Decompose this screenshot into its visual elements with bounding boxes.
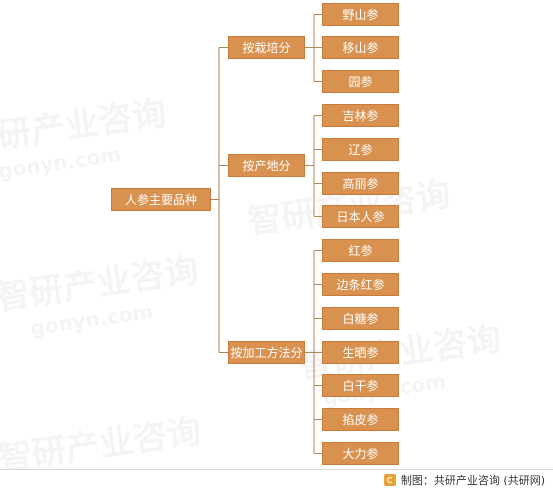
root-node: 人参主要品种: [111, 188, 211, 211]
leaf-node: 日本人参: [322, 205, 399, 228]
leaf-node: 大力参: [322, 442, 399, 465]
branch-node-cultivation: 按栽培分: [228, 36, 305, 59]
leaf-node: 白糖参: [322, 307, 399, 330]
leaf-node: 园参: [322, 70, 399, 93]
leaf-node: 生晒参: [322, 341, 399, 364]
connector-lines: [211, 14, 322, 454]
leaf-node: 红参: [322, 239, 399, 262]
leaf-node: 移山参: [322, 36, 399, 59]
branch-node-processing: 按加工方法分: [228, 341, 305, 364]
leaf-node: 高丽参: [322, 172, 399, 195]
leaf-node: 野山参: [322, 3, 399, 26]
leaf-node: 白干参: [322, 374, 399, 397]
leaf-node: 边条红参: [322, 273, 399, 296]
footer-credit: 制图：共研产业咨询 (共研网): [0, 469, 553, 490]
ginseng-variety-tree: 人参主要品种 按栽培分 按产地分 按加工方法分 野山参 移山参 园参 吉林参 辽…: [111, 3, 399, 465]
footer-caption: 制图：共研产业咨询 (共研网): [400, 474, 545, 487]
branch-node-origin: 按产地分: [228, 154, 305, 177]
gonyn-logo-icon: [383, 474, 396, 486]
leaf-node: 辽参: [322, 138, 399, 161]
leaf-node: 掐皮参: [322, 408, 399, 431]
leaf-node: 吉林参: [322, 104, 399, 127]
